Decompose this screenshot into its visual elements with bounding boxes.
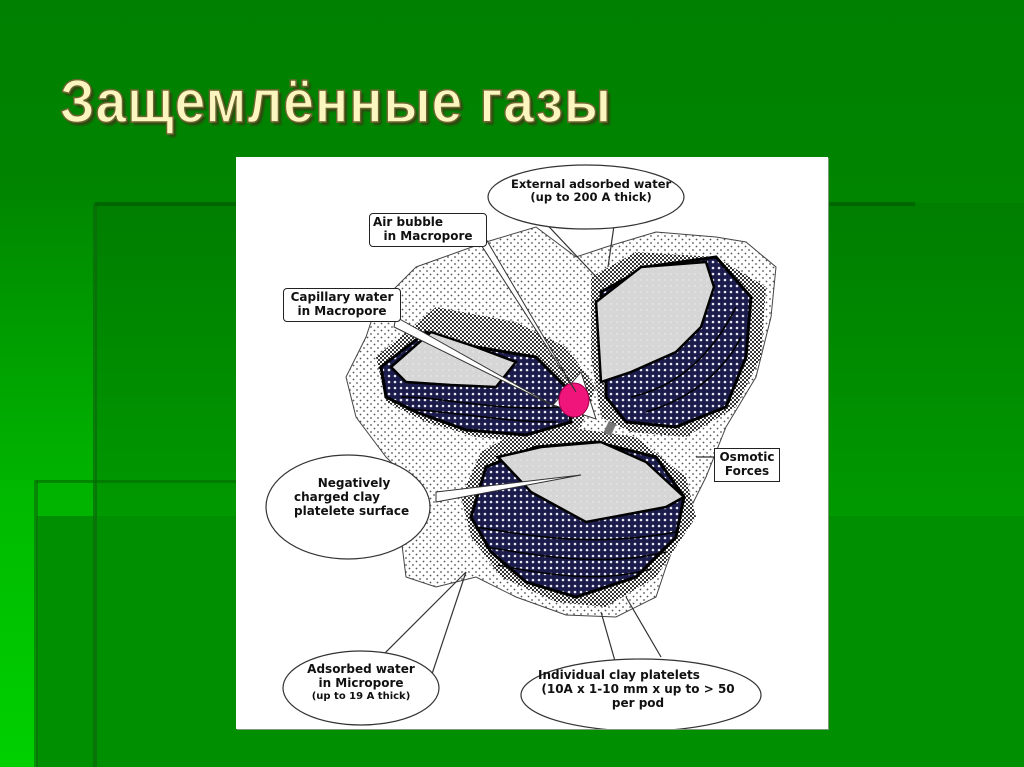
background-left-band-lower	[0, 480, 36, 767]
label-micropore-water: Adsorbed water in Micropore (up to 19 A …	[307, 662, 415, 702]
decorative-line	[34, 480, 38, 767]
slide-title: Защемлённые газы	[59, 68, 612, 135]
osmotic-marker	[603, 420, 617, 437]
label-negative-surface: Negatively charged clay platelete surfac…	[294, 476, 410, 518]
label-air-bubble: Air bubble in Macropore	[369, 213, 487, 247]
label-individual-clay-platelets: Individual clay platelets (10A x 1-10 mm…	[538, 668, 735, 710]
diagram-drawing	[265, 164, 777, 729]
decorative-line	[93, 203, 97, 767]
label-external-adsorbed-water: External adsorbed water (up to 200 A thi…	[511, 177, 672, 205]
air-bubble	[558, 382, 590, 418]
clay-structure-diagram: External adsorbed water (up to 200 A thi…	[236, 157, 828, 729]
label-capillary-water: Capillary water in Macropore	[283, 288, 401, 322]
label-osmotic-forces: Osmotic Forces	[714, 448, 780, 482]
